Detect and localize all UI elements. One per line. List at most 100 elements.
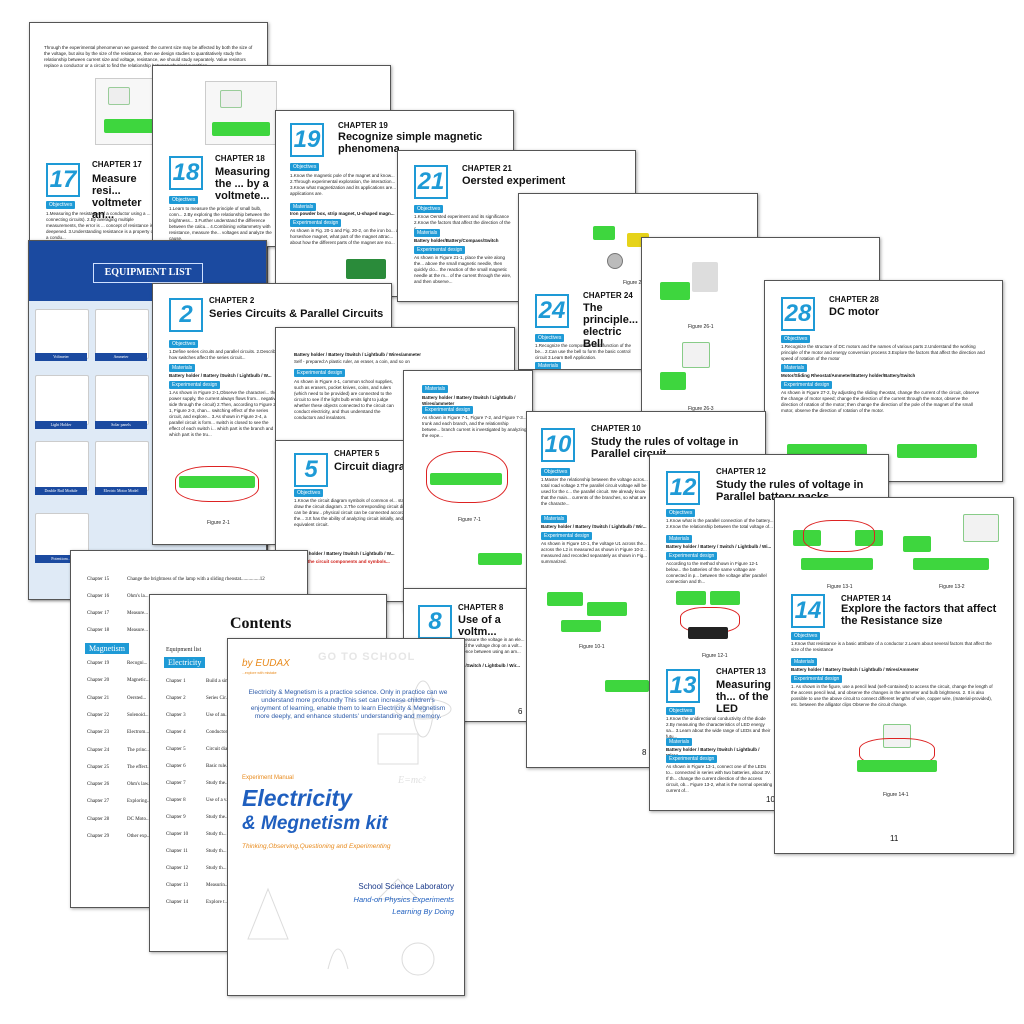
toc-row: Chapter 25 <box>87 764 110 770</box>
toc-row: Chapter 29 <box>87 834 110 839</box>
brand-sub: ...explore with mistake <box>242 671 277 675</box>
design-text: As shown in Fig. 20-1 and Fig. 20-2, on … <box>290 228 399 245</box>
figure-26-2 <box>770 252 836 282</box>
toc-row-title: Study the... <box>206 781 229 786</box>
toc-row-title: Use of an... <box>206 713 229 718</box>
chapter-label: CHAPTER 24 <box>583 291 633 300</box>
toc-row-title: Measure... <box>127 611 148 616</box>
figure-7-2 <box>472 529 526 585</box>
page-chapter-14: Figure 13-1 Figure 13-2 14 CHAPTER 14 Ex… <box>774 497 1014 854</box>
intro-text: Through the experimental phenomenon we g… <box>44 45 253 68</box>
equip-motor-model: Electric Motor Model <box>95 487 147 495</box>
toc-row: Chapter 11 <box>166 849 188 854</box>
chapter-number: 13 <box>666 669 700 703</box>
figure-10-1 <box>541 572 641 640</box>
materials-text: Motor/Sliding Rheostat/Ammeter/Battery h… <box>781 373 916 378</box>
design-text: As shown in Figure 7-1, Figure 7-2, and … <box>422 415 527 438</box>
objectives-label: Objectives <box>290 163 320 171</box>
objectives-text: 1.Know that resistance is a basic attrib… <box>791 641 992 652</box>
materials-text: Battery holder / Battery / Switch / Ligh… <box>666 544 772 549</box>
toc-row-title: The princ... <box>127 747 151 753</box>
chapter-title: Oersted experiment <box>462 175 566 187</box>
toc-row: Chapter 7 <box>166 781 186 786</box>
figure-18 <box>205 81 277 145</box>
design-label: Experimental design <box>422 406 474 414</box>
toc-row-title: Magnetic... <box>127 678 150 684</box>
chapter-number: 19 <box>290 123 324 157</box>
materials-text: Battery holder / Battery /Switch / Light… <box>422 395 516 406</box>
chapter-number: 12 <box>666 471 700 505</box>
page-number: 8 <box>642 748 647 757</box>
toc-row: Chapter 2 <box>166 696 186 701</box>
chapter-title: Recognize simple magnetic phenomena <box>338 131 483 155</box>
page-number: 11 <box>890 834 899 843</box>
chapter-number: 2 <box>169 298 203 332</box>
toc-row-title: Ohm's la... <box>127 594 149 599</box>
figure-caption: Figure 7-1 <box>458 517 481 523</box>
chapter-label: CHAPTER 8 <box>458 603 504 612</box>
figure-26-1 <box>656 252 724 320</box>
toc-row-title: Exploring... <box>127 799 151 805</box>
objectives-label: Objectives <box>294 489 324 497</box>
objectives-label: Objectives <box>781 335 811 343</box>
objectives-label: Objectives <box>414 205 444 213</box>
magnet-figure <box>346 259 386 279</box>
design-text: As shown in Figure 4-1, common school su… <box>294 379 394 420</box>
objectives-label: Objectives <box>666 707 696 715</box>
equipment-title: EQUIPMENT LIST <box>93 263 203 283</box>
chapter-label: CHAPTER 2 <box>209 296 255 305</box>
design-label: Experimental design <box>414 246 466 254</box>
chapter-number: 5 <box>294 453 328 487</box>
design-label: Experimental design <box>290 219 342 227</box>
chapter-title: Measuring the ... by a voltmete... <box>215 166 271 202</box>
materials-text: Battery holder / Battery /Switch / Light… <box>791 667 919 672</box>
chapter-number: 8 <box>418 605 452 639</box>
cover-learning: Learning By Doing <box>392 907 454 916</box>
toc-row-title: Study th... <box>206 866 227 871</box>
toc-row-title: Solenoid... <box>127 712 149 718</box>
page-chapter-7: Materials Battery holder / Battery /Swit… <box>403 370 533 612</box>
design-text: As shown in Figure 10-1, the voltage U1 … <box>541 541 648 564</box>
objectives-label: Objectives <box>169 340 199 348</box>
design-label: Experimental design <box>791 675 843 683</box>
toc-row: Chapter 23 <box>87 730 110 736</box>
toc-section-electricity: Electricity <box>164 657 206 668</box>
materials-text: ...ttery holder / Battery /Switch / Ligh… <box>294 551 395 556</box>
chapter-number: 10 <box>541 428 575 462</box>
page-number: 10 <box>766 795 775 804</box>
objectives-text: 1.Define series circuits and parallel ci… <box>169 349 279 360</box>
toc-row-title: DC Moto... <box>127 816 150 822</box>
materials-label: Materials <box>791 658 818 666</box>
doodle-background <box>247 680 452 976</box>
toc-row: Chapter 14 <box>166 900 189 905</box>
materials-text: Iron powder box, strip magnet, U-shaped … <box>290 211 395 216</box>
brand-name: by EUDAX <box>242 658 290 669</box>
chapter-title: Use of a voltm... <box>458 614 501 638</box>
chapter-title: Study the rules of voltage in Parallel c… <box>591 436 739 460</box>
toc-row-title: Build a sim... <box>206 679 233 684</box>
figure-caption: Figure 26-3 <box>688 406 714 412</box>
toc-row-title: Oersted... <box>127 695 147 701</box>
toc-row-title: Change the brightness of the lamp with a… <box>127 577 265 582</box>
toc-row: Chapter 6 <box>166 764 186 769</box>
cover-title-line1: Electricity <box>242 785 352 811</box>
toc-row-title: Explore t... <box>206 900 229 905</box>
chapter-title: Explore the factors that affect the Resi… <box>841 603 997 627</box>
toc-row: Chapter 10 <box>166 832 189 837</box>
doodle-formula: E=mc² <box>398 775 426 786</box>
materials-label: Materials <box>169 364 196 372</box>
figure-13-2 <box>899 510 1003 582</box>
toc-row-title: Ohm's law... <box>127 782 152 788</box>
design-text: As shown in Figure 13-1, connect one of … <box>666 764 773 793</box>
chapter-title: Series Circuits & Parallel Circuits <box>209 308 384 320</box>
materials-text: Battery holder/Battery/Compass/Switch <box>414 238 499 243</box>
toc-row: Chapter 19 <box>87 661 110 666</box>
chapter-label: CHAPTER 21 <box>462 164 512 173</box>
design-text: 1.As shown in Figure 2-1,Observe the cha… <box>169 390 278 437</box>
chapter-title: The principle... electric Bell <box>583 302 639 350</box>
toc-row: Chapter 26 <box>87 782 110 788</box>
toc-row-title: The effect... <box>127 764 152 770</box>
toc-row-title: Series Cir... <box>206 696 230 701</box>
cover-page: by EUDAX ...explore with mistake GO TO S… <box>227 638 465 996</box>
toc-row: Chapter 21 <box>87 695 110 701</box>
